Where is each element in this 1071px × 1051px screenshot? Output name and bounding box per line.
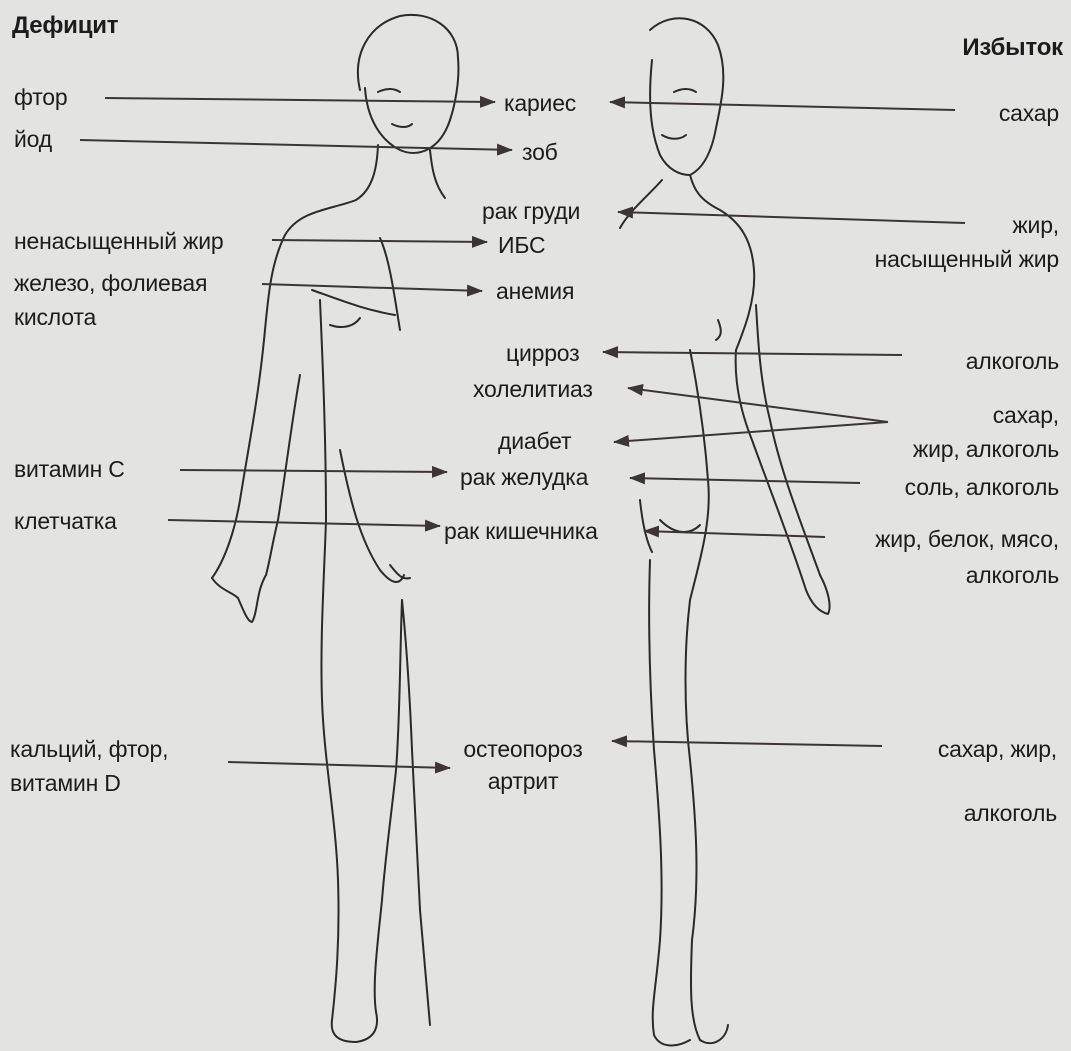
label-sugar: сахар: [999, 100, 1059, 127]
label-calcium-line1: кальций, фтор,: [10, 736, 168, 763]
deficit-header: Дефицит: [12, 12, 118, 39]
label-iodine: йод: [14, 126, 52, 153]
label-fpm-line2: алкоголь: [966, 562, 1059, 589]
label-fat-line1: жир,: [1012, 212, 1059, 239]
arrow-fluor-caries: [105, 98, 495, 102]
label-alcohol: алкоголь: [966, 348, 1059, 375]
label-cirrhosis: цирроз: [506, 340, 579, 367]
label-fiber: клетчатка: [14, 508, 117, 535]
label-cholelithiasis: холелитиаз: [473, 376, 593, 403]
label-iron-line1: железо, фолиевая: [14, 270, 207, 297]
label-iron-line2: кислота: [14, 304, 96, 331]
label-unsaturated-fat: ненасыщенный жир: [14, 228, 223, 255]
label-sfa2-line1: сахар, жир,: [938, 736, 1057, 763]
label-goiter: зоб: [522, 139, 558, 166]
label-diabetes: диабет: [498, 428, 571, 455]
label-fluor: фтор: [14, 84, 67, 111]
label-anemia: анемия: [496, 278, 574, 305]
label-sfa-line1: сахар,: [993, 402, 1059, 429]
arrow-calcium-osteo: [228, 762, 450, 768]
arrow-unsat-fat-ibs: [272, 240, 487, 242]
label-osteoporosis: остеопороз: [448, 736, 598, 763]
male-figure: [212, 15, 458, 1042]
label-bowel-cancer: рак кишечника: [444, 518, 598, 545]
arrow-fat-breast-cancer: [618, 212, 965, 223]
label-sfa-line2: жир, алкоголь: [913, 436, 1059, 463]
arrow-iodine-goiter: [80, 140, 512, 150]
label-salt-alcohol: соль, алкоголь: [905, 474, 1059, 501]
label-ibs: ИБС: [498, 232, 545, 259]
excess-header: Избыток: [962, 34, 1063, 61]
label-fat-line2: насыщенный жир: [875, 246, 1059, 273]
label-vitamin-c: витамин С: [14, 456, 125, 483]
label-fpm-line1: жир, белок, мясо,: [875, 526, 1059, 553]
arrow-salt-stomach-cancer: [630, 478, 860, 483]
label-caries: кариес: [504, 90, 576, 117]
label-breast-cancer: рак груди: [482, 198, 580, 225]
label-sfa2-line2: алкоголь: [964, 800, 1057, 827]
label-arthritis: артрит: [448, 768, 598, 795]
arrow-vitc-stomach-cancer: [180, 470, 447, 472]
label-calcium-line2: витамин D: [10, 770, 121, 797]
label-stomach-cancer: рак желудка: [460, 464, 588, 491]
arrow-fiber-bowel-cancer: [168, 520, 440, 526]
arrow-sfa-cholelithiasis: [628, 388, 888, 422]
arrow-sfa2-osteo: [612, 741, 882, 746]
arrow-alcohol-cirrhosis: [603, 352, 902, 355]
arrow-fpm-bowel-cancer: [644, 531, 825, 537]
arrow-iron-anemia: [262, 284, 482, 291]
arrow-sugar-caries: [610, 102, 955, 110]
